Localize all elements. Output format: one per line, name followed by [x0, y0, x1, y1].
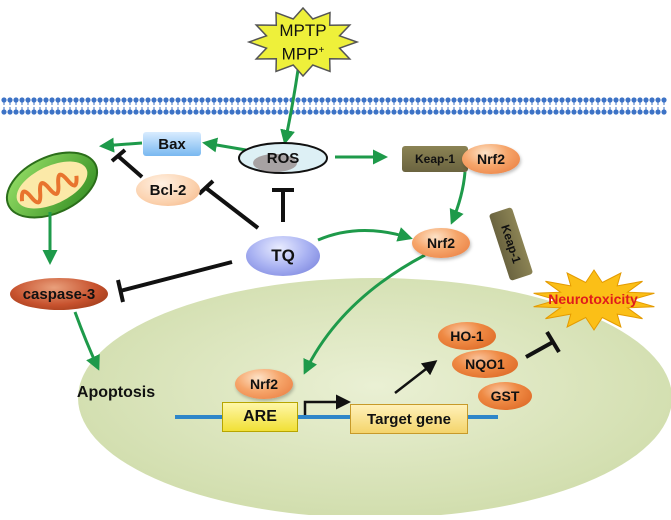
- cell-membrane-icon: [1, 97, 667, 115]
- apoptosis-label: Apoptosis: [76, 384, 156, 401]
- gst-node: GST: [478, 382, 532, 410]
- arrow-nrf2-to-nucleus: [303, 253, 426, 375]
- mptp-label: MPTP: [279, 21, 327, 41]
- ros-label: ROS: [266, 149, 300, 167]
- arrow-stress-to-ros: [280, 69, 300, 145]
- stress-label: MPTP MPP+: [268, 18, 338, 68]
- arrow-complex-to-nrf2: [449, 171, 467, 225]
- nrf2-complex-node: Nrf2: [462, 144, 520, 174]
- mitochondrion-icon: [5, 151, 99, 219]
- bcl2-node: Bcl-2: [136, 174, 200, 206]
- arrow-caspase-to-apoptosis: [73, 311, 100, 371]
- nrf2-nucleus-node: Nrf2: [235, 369, 293, 399]
- tq-node: TQ: [246, 236, 320, 276]
- nrf2-free-node: Nrf2: [412, 228, 470, 258]
- arrow-are-to-target: [303, 394, 351, 415]
- inhibit-tq-bcl2: [204, 186, 260, 230]
- inhibit-tq-caspase: [119, 260, 233, 293]
- neurotoxicity-label: Neurotoxicity: [548, 291, 638, 307]
- arrow-tq-to-nrf2: [317, 227, 413, 242]
- arrow-bax-to-mitochondria: [99, 137, 143, 153]
- inhibition-lines: [110, 148, 561, 359]
- inhibit-bcl2-bax: [116, 154, 144, 179]
- nucleus: [78, 278, 671, 518]
- are-box: ARE: [222, 402, 298, 432]
- inhibit-nqo1-neurotoxicity: [525, 340, 554, 359]
- caspase3-node: caspase-3: [10, 278, 108, 310]
- target-gene-box: Target gene: [350, 404, 468, 434]
- nqo1-node: NQO1: [452, 350, 518, 378]
- mpp-label: MPP+: [281, 44, 325, 64]
- arrow-target-to-enzymes: [394, 360, 438, 394]
- arrow-ros-to-bax: [202, 137, 247, 153]
- stress-starburst: [246, 6, 360, 78]
- activation-arrows: [42, 69, 467, 375]
- keap1-complex-node: Keap-1: [402, 146, 468, 172]
- transcription-arrows: [303, 360, 438, 415]
- neurotoxicity-starburst: [533, 269, 655, 331]
- ho1-node: HO-1: [438, 322, 496, 350]
- bax-node: Bax: [143, 132, 201, 156]
